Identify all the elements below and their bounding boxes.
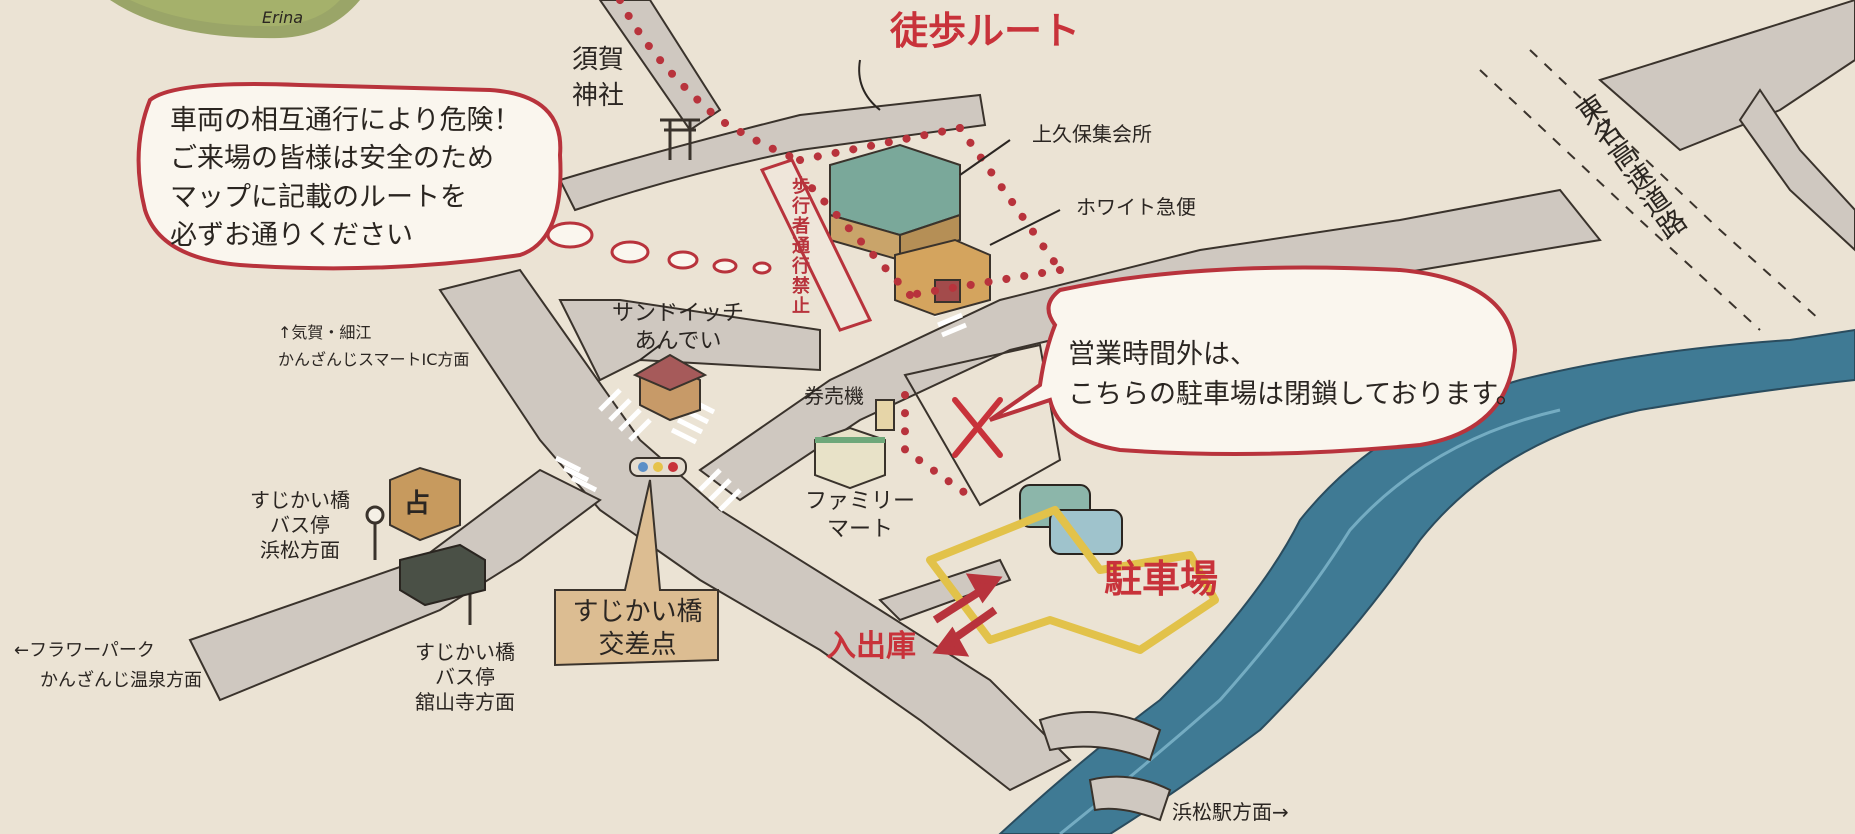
shrine-label-line2: 神社 — [572, 81, 625, 111]
intersection-line2: 交差点 — [598, 629, 677, 660]
bridges — [1038, 711, 1172, 822]
entrance-exit-label: 入出庫 — [826, 629, 916, 664]
warning-line1: 車両の相互通行により危険！ — [170, 105, 521, 136]
bus-stop-a-line2: バス停 — [270, 513, 330, 537]
north-direction-line2: かんざんじスマートIC方面 — [278, 350, 470, 369]
artist-signature: Erina — [262, 8, 304, 27]
sandwich-line2: あんでい — [634, 328, 722, 354]
bus-stop-b-line3: 舘山寺方面 — [415, 690, 515, 714]
warning-line4: 必ずお通りください — [170, 219, 413, 251]
warning-bubble — [136, 82, 563, 271]
shrine-label-line1: 須賀 — [572, 45, 625, 75]
closed-hours-line2: こちらの駐車場は閉鎖しております。 — [1068, 379, 1523, 410]
bus-stop-a-line3: 浜松方面 — [260, 538, 340, 562]
intersection-callout — [554, 479, 719, 667]
main-road — [438, 268, 1072, 792]
river — [998, 328, 1855, 834]
sandwich-line1: サンドイッチ — [611, 301, 744, 326]
familymart-building — [814, 426, 886, 490]
white-express-label: ホワイト急便 — [1076, 195, 1196, 219]
north-direction-line1: ↑気賀・細江 — [278, 323, 372, 342]
north-road — [558, 299, 821, 382]
bus-stop-a-line1: すじかい橋 — [250, 488, 350, 512]
warning-line2: ご来場の皆様は安全のため — [170, 143, 494, 175]
bus-icon — [399, 543, 486, 607]
shrine-path — [598, 0, 722, 132]
sandwich-shop-building — [632, 353, 708, 422]
west-road — [188, 468, 602, 702]
store-sign-label: 占 — [404, 489, 431, 519]
east-direction-label: 浜松駅方面→ — [1172, 800, 1289, 824]
entrance-arrows — [932, 573, 1003, 657]
parking-label: 駐車場 — [1104, 557, 1219, 601]
intersection-label: すじかい橋 交差点 — [555, 596, 720, 661]
traffic-light-icon — [629, 457, 687, 477]
shrine-torii-icon — [660, 118, 700, 160]
walking-route-title: 徒歩ルート — [890, 9, 1081, 53]
ticket-machine-icon — [875, 399, 895, 431]
walking-route — [616, 0, 1064, 504]
familymart-label: ファミリー マート — [800, 488, 920, 543]
no-pedestrian-label: 歩行者通行禁止 — [789, 176, 810, 316]
closed-hours-line1: 営業時間外は、 — [1068, 339, 1257, 370]
sandwich-shop-label: サンドイッチ あんでい — [598, 300, 758, 355]
west-direction-line2: かんざんじ温泉方面 — [40, 670, 202, 691]
closed-parking-area — [903, 343, 1062, 507]
closed-x-icon — [952, 397, 1003, 458]
no-pedestrian-strip — [759, 158, 873, 332]
familymart-line2: マート — [826, 516, 893, 542]
kamikubo-hall-label: 上久保集会所 — [1032, 122, 1152, 146]
familymart-line1: ファミリー — [804, 489, 915, 514]
warning-text: 車両の相互通行により危険！ ご来場の皆様は安全のため マップに記載のルートを 必… — [170, 102, 520, 255]
bus-stop-a-label: すじかい橋 バス停 浜松方面 — [245, 488, 355, 563]
intersection-line1: すじかい橋 — [572, 597, 703, 627]
expressway-road — [1597, 0, 1855, 152]
parking-lot-outline — [926, 506, 1219, 654]
ticket-machine-label: 券売機 — [804, 384, 864, 408]
bus-stop-b-line2: バス停 — [435, 665, 495, 689]
white-express-building — [894, 238, 991, 317]
bus-stop-b-label: すじかい橋 バス停 舘山寺方面 — [400, 640, 530, 715]
warning-line3: マップに記載のルートを — [170, 181, 467, 213]
west-direction-line1: ←フラワーパーク — [14, 640, 155, 661]
bus-stop-b-line1: すじかい橋 — [415, 640, 515, 664]
store-building — [389, 466, 461, 542]
closed-hours-bubble — [988, 265, 1518, 456]
warning-bubble-tail — [546, 221, 772, 275]
